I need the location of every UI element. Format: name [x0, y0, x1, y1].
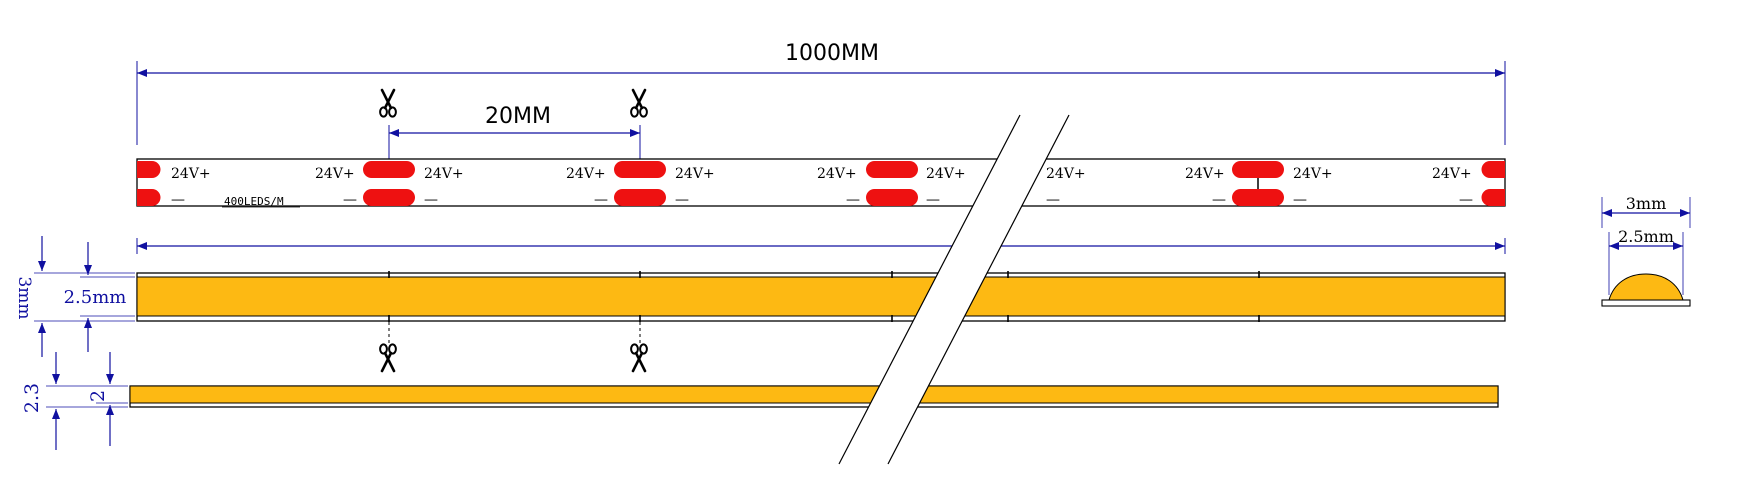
polarity-positive-label: 24V+: [1293, 166, 1333, 182]
thickness-outer-label: 2.3: [21, 383, 43, 413]
polarity-negative-label: —: [171, 192, 185, 208]
scissors-icon: [629, 88, 649, 118]
total-length-dimension: 1000MM: [136, 41, 1506, 145]
solder-pad-negative: [137, 189, 161, 206]
polarity-negative-label: —: [1212, 192, 1226, 208]
width-dimensions: 3mm 2.5mm: [14, 236, 135, 357]
polarity-negative-label: —: [1459, 192, 1473, 208]
width-inner-label: 2.5mm: [64, 287, 127, 308]
polarity-positive-label: 24V+: [315, 166, 355, 182]
polarity-negative-label: —: [594, 192, 608, 208]
polarity-negative-label: —: [343, 192, 357, 208]
profile-width-outer-label: 3mm: [1626, 194, 1667, 213]
polarity-negative-label: —: [846, 192, 860, 208]
strip-side-view: [129, 385, 1499, 408]
cut-pitch-dimension: 20MM: [378, 88, 649, 160]
polarity-negative-label: —: [1046, 192, 1060, 208]
thickness-dimensions: 2.3 2: [21, 352, 128, 450]
side-phosphor-layer: [129, 385, 1499, 404]
total-length-label: 1000MM: [785, 41, 879, 66]
polarity-positive-label: 24V+: [566, 166, 606, 182]
polarity-negative-label: —: [1293, 192, 1307, 208]
solder-pad-negative: [1481, 189, 1505, 206]
cob-phosphor-band: [136, 276, 1506, 317]
polarity-positive-label: 24V+: [817, 166, 857, 182]
solder-pad-positive: [137, 161, 161, 178]
cut-point-pads: [614, 161, 666, 206]
polarity-positive-label: 24V+: [926, 166, 966, 182]
cut-point-pads: [363, 161, 415, 206]
solder-pad-positive: [1481, 161, 1505, 178]
polarity-positive-label: 24V+: [171, 166, 211, 182]
cut-pitch-label: 20MM: [485, 104, 551, 129]
polarity-positive-label: 24V+: [1046, 166, 1086, 182]
width-outer-label: 3mm: [14, 276, 34, 319]
scissors-icon: [378, 343, 398, 373]
cut-point-pads: [1232, 161, 1284, 206]
profile-phosphor-dome: [1608, 273, 1684, 301]
polarity-negative-label: —: [675, 192, 689, 208]
break-band: [838, 114, 1070, 465]
scissors-icon: [629, 343, 649, 373]
polarity-positive-label: 24V+: [1432, 166, 1472, 182]
profile-width-inner-label: 2.5mm: [1618, 227, 1674, 246]
cut-point-pads: [866, 161, 918, 206]
profile-cross-section: 3mm 2.5mm: [1601, 194, 1691, 307]
led-density-label: 400LEDS/M: [224, 195, 284, 208]
polarity-negative-label: —: [926, 192, 940, 208]
polarity-positive-label: 24V+: [1185, 166, 1225, 182]
profile-pcb-base: [1601, 299, 1691, 307]
scissors-icon: [378, 88, 398, 118]
strip-face-view: [136, 271, 1506, 373]
polarity-positive-label: 24V+: [424, 166, 464, 182]
polarity-negative-label: —: [424, 192, 438, 208]
strip-top-view: 24V+ 24V+ 24V+ 24V+ 24V+ 24V+ 24V+ 24V+ …: [136, 158, 1506, 208]
polarity-positive-label: 24V+: [675, 166, 715, 182]
thickness-inner-label: 2: [87, 390, 109, 402]
